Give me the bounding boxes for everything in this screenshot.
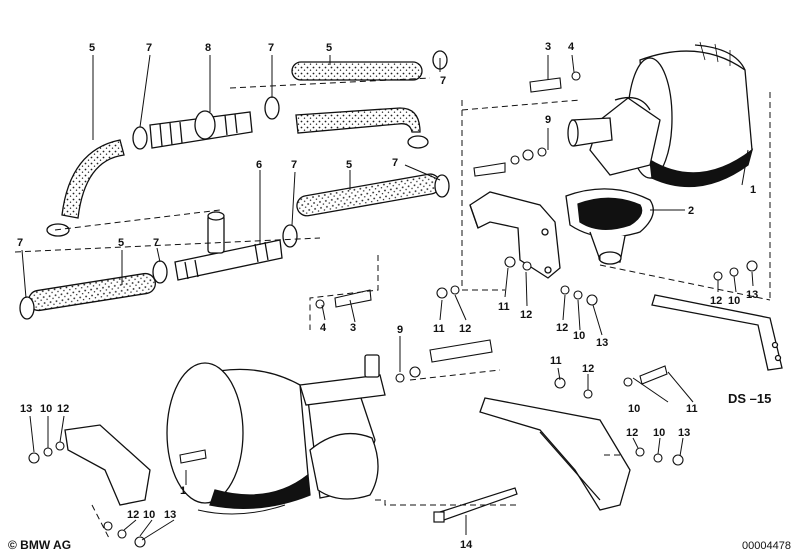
callout-7: 7	[291, 159, 297, 171]
callout-12: 12	[520, 309, 532, 321]
callout-13: 13	[678, 427, 690, 439]
callout-2: 2	[688, 205, 694, 217]
diagram-id-label: DS –15	[728, 391, 772, 406]
callout-10: 10	[653, 427, 665, 439]
callout-14: 14	[460, 539, 473, 551]
callout-13: 13	[596, 337, 608, 349]
callout-5: 5	[118, 237, 124, 249]
mounting-bracket-right	[651, 294, 783, 371]
callout-7: 7	[146, 42, 152, 54]
copyright-text: © BMW AG	[8, 538, 72, 552]
callout-7: 7	[17, 237, 23, 249]
gasket	[565, 188, 654, 265]
brake-booster-lower	[166, 354, 386, 515]
callout-5: 5	[346, 159, 352, 171]
callout-5: 5	[326, 42, 332, 54]
callout-10: 10	[728, 295, 740, 307]
callout-12: 12	[127, 509, 139, 521]
callout-13: 13	[746, 289, 758, 301]
callout-5: 5	[89, 42, 95, 54]
mounting-bracket-left	[64, 424, 151, 506]
callout-12: 12	[459, 323, 471, 335]
mounting-bracket-lower	[479, 397, 631, 511]
callout-13: 13	[20, 403, 32, 415]
leader-lines	[21, 54, 754, 541]
callout-1: 1	[180, 485, 186, 497]
brake-booster-upper	[567, 41, 754, 188]
callout-13: 13	[164, 509, 176, 521]
callout-8: 8	[205, 42, 211, 54]
callout-12: 12	[710, 295, 722, 307]
drawing-number: 00004478	[742, 540, 791, 552]
callout-9: 9	[397, 324, 403, 336]
callout-11: 11	[498, 301, 510, 313]
callout-4: 4	[568, 41, 575, 53]
callout-7: 7	[153, 237, 159, 249]
callout-12: 12	[626, 427, 638, 439]
callout-labels: 1 1 2 3 3 4 4 5 5 5 5 6 7 7 7 7 7 7 7 8 …	[17, 41, 758, 551]
check-valve-lower	[174, 211, 283, 281]
callout-10: 10	[573, 330, 585, 342]
callout-1: 1	[750, 184, 756, 196]
callout-11: 11	[686, 403, 698, 415]
callout-9: 9	[545, 114, 551, 126]
mounting-bracket-upper	[469, 191, 561, 279]
callout-11: 11	[550, 355, 562, 367]
vacuum-hoses	[28, 61, 441, 312]
callout-7: 7	[268, 42, 274, 54]
check-valve-upper	[149, 110, 253, 149]
callout-10: 10	[628, 403, 640, 415]
hose-clamps	[19, 50, 450, 320]
callout-3: 3	[545, 41, 551, 53]
callout-7: 7	[440, 75, 446, 87]
callout-12: 12	[57, 403, 69, 415]
callout-12: 12	[582, 363, 594, 375]
callout-10: 10	[40, 403, 52, 415]
callout-7: 7	[392, 157, 398, 169]
callout-6: 6	[256, 159, 262, 171]
callout-11: 11	[433, 323, 445, 335]
callout-12: 12	[556, 322, 568, 334]
cable-tie	[433, 487, 518, 523]
callout-10: 10	[143, 509, 155, 521]
assembly-guide-lines	[14, 77, 771, 541]
callout-3: 3	[350, 322, 356, 334]
callout-4: 4	[320, 322, 327, 334]
